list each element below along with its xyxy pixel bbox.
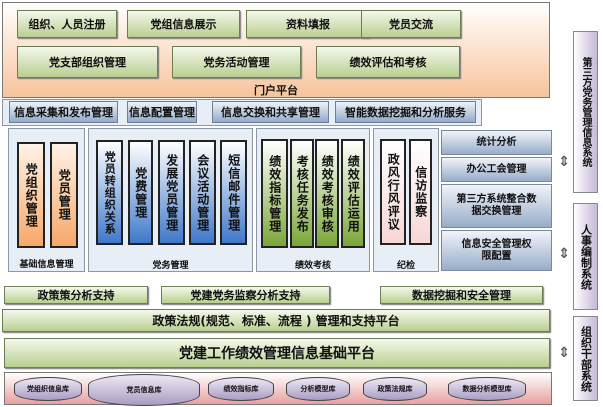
policy-platform[interactable]: 政策法规(规范、标准、流程 ) 管理和支持平台 (2, 309, 550, 332)
base-platform[interactable]: 党建工作绩效管理信息基础平台 (4, 338, 550, 368)
db-policy: 政策法规库 (363, 377, 427, 401)
item-petition[interactable]: 信访监察 (409, 139, 432, 245)
portal-btn-report[interactable]: 资料填报 (246, 10, 370, 38)
service-collect[interactable]: 信息采集和发布管理 (9, 101, 118, 123)
external-hr[interactable]: 人事编制系统 (573, 203, 598, 310)
service-share[interactable]: 信息交换和共享管理 (212, 101, 329, 123)
item-indicator[interactable]: 绩效指标管理 (261, 139, 288, 248)
portal-btn-exchange[interactable]: 党员交流 (361, 10, 461, 38)
info-security[interactable]: 信息安全管理权限配置 (441, 230, 552, 271)
support-supervision[interactable]: 党建党务监察分析支持 (161, 286, 330, 304)
portal-btn-display[interactable]: 党组信息展示 (127, 10, 240, 38)
item-member[interactable]: 党员管理 (50, 142, 78, 248)
portal-title: 门户平台 (254, 84, 298, 97)
db-party-org: 党组织信息库 (14, 377, 82, 401)
item-dues[interactable]: 党费管理 (128, 140, 153, 245)
service-config[interactable]: 信息配置管理 (127, 101, 197, 123)
item-transfer[interactable]: 党员转组织关系 (96, 140, 123, 245)
bidirectional-arrow-icon: ⇕ (558, 154, 570, 170)
item-develop[interactable]: 发展党员管理 (158, 140, 185, 245)
db-analysis-model: 数据分析模型库 (448, 377, 526, 401)
item-review[interactable]: 绩效考核审核 (315, 139, 339, 248)
bidirectional-arrow-icon: ⇕ (558, 246, 570, 262)
group-affairs-label: 党务管理 (152, 260, 189, 271)
portal-btn-activity[interactable]: 党务活动管理 (172, 46, 301, 78)
item-conduct[interactable]: 政风行风评议 (380, 139, 406, 245)
external-third-party[interactable]: 第三方党务管理信息系统 (573, 31, 598, 193)
db-indicator: 绩效指标库 (208, 377, 274, 401)
office-union[interactable]: 办公工会管理 (441, 157, 552, 182)
db-member: 党员信息库 (88, 374, 200, 406)
third-party-integration[interactable]: 第三方系统整合数据交换管理 (441, 184, 552, 228)
service-mining[interactable]: 智能数据挖掘和分析服务 (335, 101, 476, 123)
external-cadre[interactable]: 组织干部系统 (573, 316, 598, 401)
stat-analysis[interactable]: 统计分析 (441, 130, 552, 155)
bidirectional-arrow-icon: ⇕ (558, 345, 570, 361)
group-discipline-label: 纪检 (396, 260, 415, 271)
portal-btn-register[interactable]: 组织、人员注册 (17, 10, 117, 38)
item-apply[interactable]: 绩效评估运用 (341, 139, 365, 248)
item-party-org[interactable]: 党组织管理 (17, 142, 45, 248)
support-mining[interactable]: 数据挖掘和安全管理 (380, 286, 543, 304)
db-model: 分析模型库 (286, 377, 350, 401)
portal-btn-eval[interactable]: 绩效评估和考核 (316, 46, 460, 78)
portal-btn-branch[interactable]: 党支部组织管理 (17, 46, 158, 78)
item-meeting[interactable]: 会议活动管理 (189, 140, 216, 245)
item-task[interactable]: 考核任务发布 (290, 139, 314, 248)
group-perf-label: 绩效考核 (294, 260, 331, 271)
item-sms[interactable]: 短信邮件管理 (220, 140, 247, 245)
group-basic-label: 基础信息管理 (19, 259, 74, 270)
support-policy[interactable]: 政策策分析支持 (4, 286, 148, 304)
